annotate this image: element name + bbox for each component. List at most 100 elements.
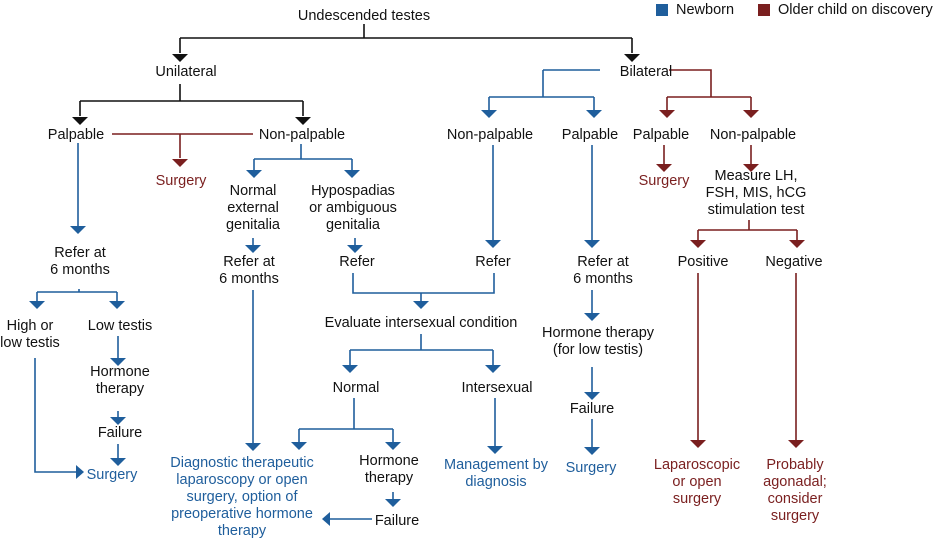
- node-label-line: 6 months: [219, 271, 279, 287]
- node-label-line: Low testis: [88, 318, 152, 334]
- node-b-refer: Refer: [475, 254, 511, 270]
- arrowhead-icon: [584, 240, 600, 248]
- node-label-line: Refer at: [223, 254, 275, 270]
- node-hormone-low: Hormone therapy(for low testis): [542, 325, 655, 358]
- node-label: Positive: [678, 254, 729, 270]
- arrowhead-icon: [690, 240, 706, 248]
- node-label-line: therapy: [218, 523, 267, 539]
- node-label-line: low testis: [0, 335, 60, 351]
- arrowhead-icon: [584, 447, 600, 455]
- node-label-line: Failure: [375, 513, 419, 529]
- node-surgery-left: Surgery: [87, 467, 139, 483]
- node-label-line: Refer: [475, 254, 511, 270]
- node-u-surgery-older: Surgery: [156, 173, 208, 189]
- node-evaluate: Evaluate intersexual condition: [325, 315, 518, 331]
- arrowhead-icon: [413, 301, 429, 309]
- node-surgery-right: Surgery: [566, 460, 618, 476]
- node-label-line: Unilateral: [155, 64, 216, 80]
- arrowhead-icon: [624, 54, 640, 62]
- edges: [34, 24, 798, 520]
- node-label-line: Negative: [765, 254, 822, 270]
- node-label-line: laparoscopy or open: [176, 472, 307, 488]
- node-label-line: diagnosis: [465, 474, 526, 490]
- node-label-line: Laparoscopic: [654, 457, 740, 473]
- node-label-line: Evaluate intersexual condition: [325, 315, 518, 331]
- node-label-line: Hormone: [359, 453, 419, 469]
- arrowhead-icon: [656, 164, 672, 172]
- arrowhead-icon: [481, 110, 497, 118]
- arrowhead-icon: [245, 245, 261, 253]
- node-failure-mid: Failure: [375, 513, 419, 529]
- node-label: Surgery: [639, 173, 691, 189]
- legend: Newborn Older child on discovery: [656, 2, 933, 18]
- node-failure-left: Failure: [98, 425, 142, 441]
- node-label: Non-palpable: [259, 127, 345, 143]
- node-label: Palpable: [48, 127, 104, 143]
- node-root: Undescended testes: [298, 8, 430, 24]
- arrowhead-icon: [347, 245, 363, 253]
- arrowhead-icon: [584, 392, 600, 400]
- node-label-line: Positive: [678, 254, 729, 270]
- node-unilateral: Unilateral: [155, 64, 216, 80]
- arrowhead-icon: [385, 442, 401, 450]
- node-b-palpable-nb: Palpable: [562, 127, 618, 143]
- node-label-line: or open: [672, 474, 721, 490]
- node-label: Surgery: [87, 467, 139, 483]
- node-label-line: Surgery: [566, 460, 618, 476]
- node-label-line: stimulation test: [708, 202, 805, 218]
- arrowhead-icon: [245, 443, 261, 451]
- node-label-line: consider: [768, 491, 823, 507]
- node-label-line: genitalia: [226, 217, 281, 233]
- node-label: Undescended testes: [298, 8, 430, 24]
- arrowhead-icon: [487, 446, 503, 454]
- node-label: Failure: [98, 425, 142, 441]
- legend-item-older-child: Older child on discovery: [758, 2, 933, 18]
- arrowhead-icon: [789, 240, 805, 248]
- node-label-line: genitalia: [326, 217, 381, 233]
- arrowhead-icon: [659, 110, 675, 118]
- node-label-line: Failure: [570, 401, 614, 417]
- node-low-testis: Low testis: [88, 318, 152, 334]
- arrowhead-icon: [485, 365, 501, 373]
- legend-label-newborn: Newborn: [676, 2, 735, 18]
- node-label-line: surgery, option of: [187, 489, 299, 505]
- node-label: Surgery: [566, 460, 618, 476]
- arrowhead-icon: [743, 110, 759, 118]
- node-label: Low testis: [88, 318, 152, 334]
- node-label-line: preoperative hormone: [171, 506, 313, 522]
- node-b-nonpalpable-nb: Non-palpable: [447, 127, 533, 143]
- arrowhead-icon: [110, 458, 126, 466]
- arrowhead-icon: [485, 240, 501, 248]
- node-label: Evaluate intersexual condition: [325, 315, 518, 331]
- node-intersexual: Intersexual: [462, 380, 533, 396]
- node-label-line: Hormone: [90, 364, 150, 380]
- node-label-line: 6 months: [573, 271, 633, 287]
- arrowhead-icon: [246, 170, 262, 178]
- node-label-line: 6 months: [50, 262, 110, 278]
- node-negative: Negative: [765, 254, 822, 270]
- node-label-line: Diagnostic therapeutic: [170, 455, 313, 471]
- node-label-line: therapy: [365, 470, 414, 486]
- connector-line: [669, 69, 712, 97]
- node-label-line: Measure LH,: [714, 168, 797, 184]
- connector-line: [34, 358, 76, 473]
- node-label: Bilateral: [620, 64, 672, 80]
- node-bilateral: Bilateral: [620, 64, 672, 80]
- arrowhead-icon: [743, 164, 759, 172]
- node-failure-right: Failure: [570, 401, 614, 417]
